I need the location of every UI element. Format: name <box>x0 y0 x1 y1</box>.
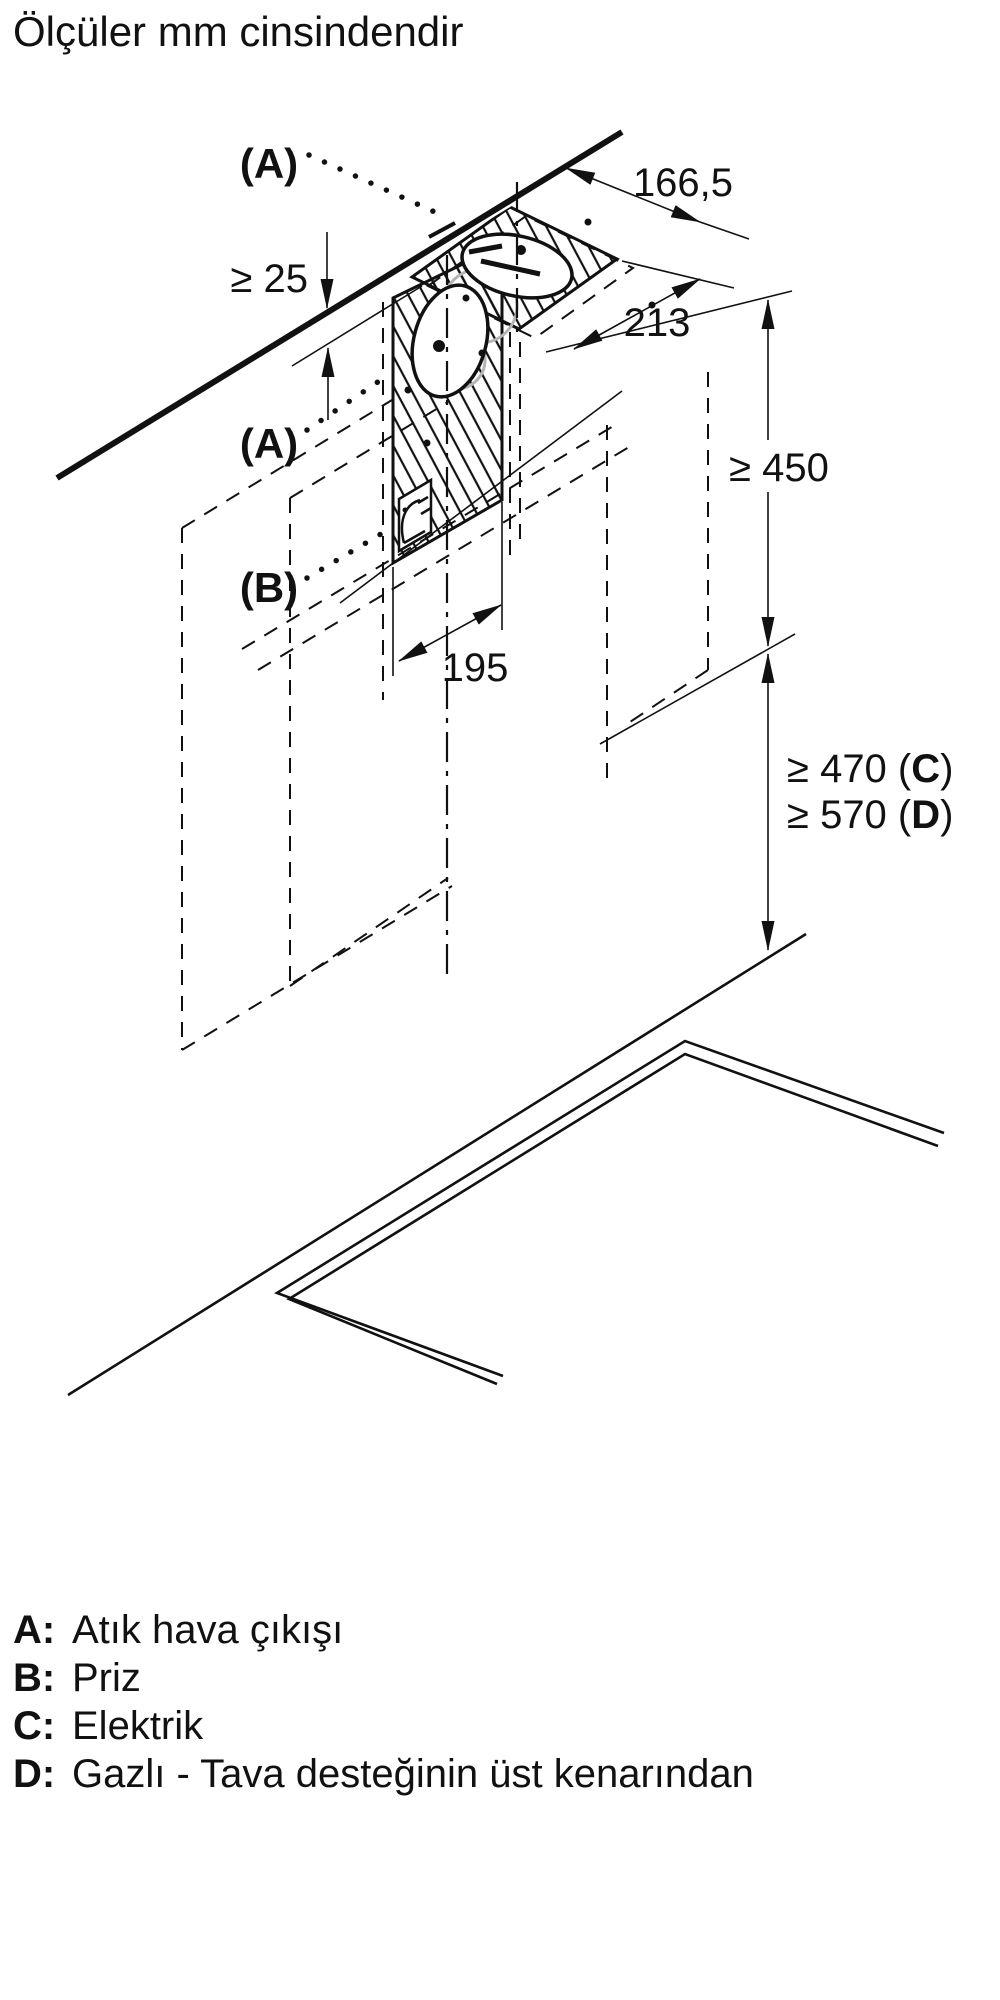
outlet-mark-bar-1 <box>468 243 503 255</box>
duct-corner-extension-line <box>621 260 735 289</box>
legend-key-b: B: <box>13 1656 55 1700</box>
worktop-back-edge <box>67 932 807 1397</box>
leader-b <box>304 525 394 581</box>
wall-air-outlet-ellipse <box>410 283 490 399</box>
legend-key-d: D: <box>13 1752 55 1796</box>
legend-text-d: Gazlı - Tava desteğinin üst kenarından <box>72 1752 754 1796</box>
wall-duct-hole <box>410 283 490 399</box>
legend-key-a: A: <box>13 1608 55 1652</box>
dim-450-label: ≥ 450 <box>729 446 829 490</box>
callout-b: (B) <box>240 564 298 611</box>
leader-a-top-tick <box>428 221 456 239</box>
hood-top-edge-dashed-1 <box>181 399 393 529</box>
callout-a-side: (A) <box>240 420 298 467</box>
dim-213-label: 213 <box>624 301 691 345</box>
plate-corner-extension-line <box>699 221 750 240</box>
dim-166-label: 166,5 <box>633 161 733 205</box>
legend-item-c: C: Elektrik <box>13 1704 204 1748</box>
legend-text-c: Elektrik <box>72 1704 204 1748</box>
dim-570-label: ≥ 570 (D) <box>787 793 953 837</box>
strip-bottom-extension-line <box>339 390 623 604</box>
legend-item-a: A: Atık hava çıkışı <box>13 1608 343 1652</box>
wall-outlet-center-dot <box>433 340 445 352</box>
dim-195-line <box>398 604 502 662</box>
legend-key-c: C: <box>13 1704 55 1748</box>
center-mark-dot <box>516 245 526 255</box>
dim-213-line <box>573 278 701 350</box>
legend-text-b: Priz <box>72 1656 141 1700</box>
dim-166-line <box>565 167 701 223</box>
worktop-lines <box>67 932 945 1397</box>
dim-470-suffix: ) <box>940 747 953 791</box>
outlet-mark-bar-2 <box>480 258 541 277</box>
hood-top-reference-line <box>291 285 423 367</box>
dim-470-letter: C <box>911 747 940 791</box>
hood-hob-dashed-outline <box>181 214 709 1051</box>
worktop-front-edge-inner <box>286 1052 939 1386</box>
hood-top-edge-dashed-2 <box>289 401 449 499</box>
hob-depth-edge-dashed-2 <box>289 877 449 987</box>
page-title: Ölçüler mm cinsindendir <box>13 8 463 55</box>
hood-lower-edge-extension-line <box>599 633 796 745</box>
dim-470-prefix: ≥ 470 ( <box>787 747 912 791</box>
ceiling-duct-hole <box>460 232 574 300</box>
construction-lines <box>291 221 796 745</box>
legend-item-d: D: Gazlı - Tava desteğinin üst kenarından <box>13 1752 754 1796</box>
legend: A: Atık hava çıkışı B: Priz C: Elektrik D: G… <box>13 1608 754 1796</box>
legend-text-a: Atık hava çıkışı <box>72 1608 343 1652</box>
dim-470-label: ≥ 470 (C) <box>787 747 953 791</box>
power-socket-icon <box>397 477 433 554</box>
hood-bottom-edge-dashed-2 <box>257 443 635 671</box>
worktop-front-edge-outer <box>274 1039 945 1378</box>
hood-right-bottom-corner-dashed <box>623 669 709 727</box>
dim-570-letter: D <box>911 793 940 837</box>
dimension-lines <box>320 167 775 951</box>
sloped-ceiling-line <box>55 129 624 481</box>
dim-195-label: 195 <box>442 646 509 690</box>
leader-a-side <box>304 370 394 433</box>
dim-570-prefix: ≥ 570 ( <box>787 793 912 837</box>
legend-item-b: B: Priz <box>13 1656 141 1700</box>
dim-570-suffix: ) <box>940 793 953 837</box>
callout-a-top: (A) <box>240 140 298 187</box>
dim-25-label: ≥ 25 <box>230 257 308 301</box>
